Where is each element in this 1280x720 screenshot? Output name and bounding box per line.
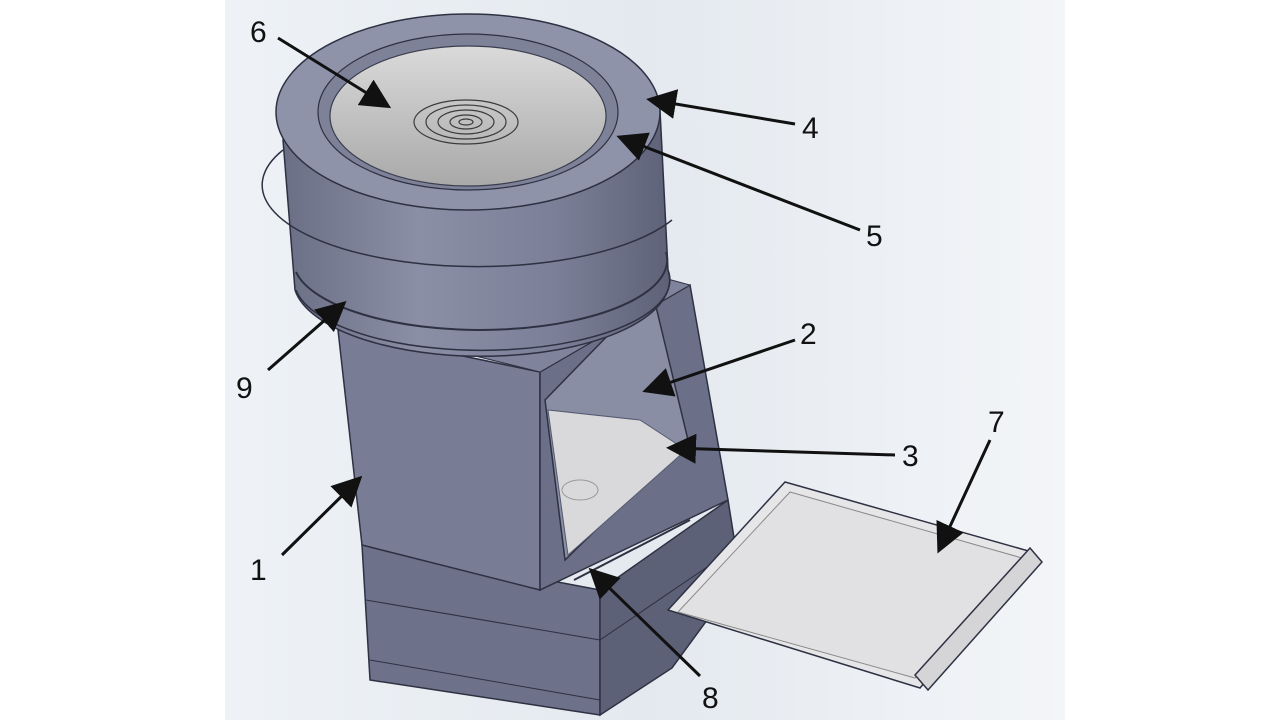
label-2: 2 [800,318,817,351]
label-8: 8 [702,682,719,715]
lid-concentric-rings [413,99,519,145]
label-4: 4 [802,112,819,145]
arrow-1 [280,475,363,557]
tray-handle [913,546,1043,692]
cylinder-head [261,13,673,358]
label-3: 3 [902,440,919,473]
arrow-5 [616,132,861,232]
arrow-3 [666,433,896,464]
outer-ring [261,149,673,268]
label-7: 7 [988,406,1005,439]
label-1: 1 [250,554,267,587]
label-6: 6 [250,16,267,49]
arrow-8 [588,567,702,678]
arrow-6 [277,36,392,109]
arrow-9 [267,301,347,372]
arrow-2 [642,338,796,397]
callout-arrows [267,36,992,678]
label-5: 5 [866,220,883,253]
number-labels: 1 2 3 4 5 6 7 8 9 [236,16,1005,715]
arrow-4 [646,89,796,126]
arrow-7 [936,439,992,554]
label-9: 9 [236,372,253,405]
glass-lid [329,45,607,187]
